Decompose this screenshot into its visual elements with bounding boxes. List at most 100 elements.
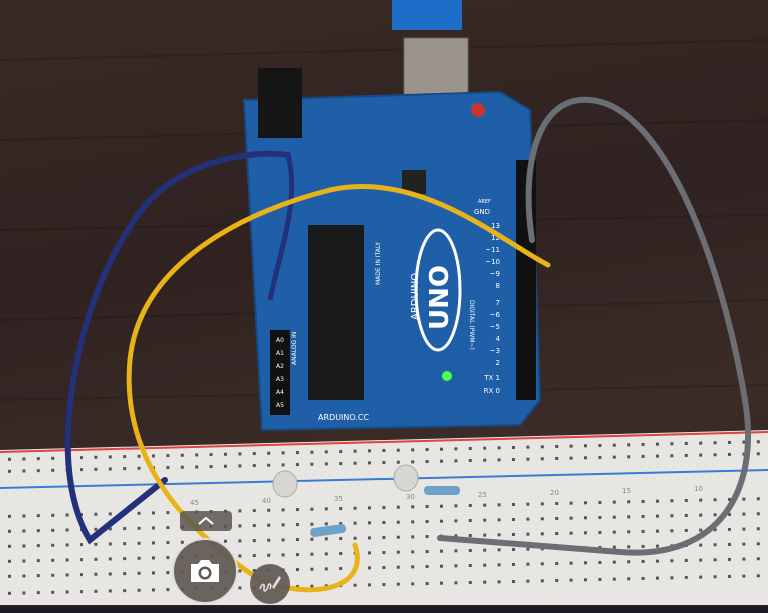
- digital-pin-label: TX 1: [483, 374, 500, 382]
- breadboard-hole: [94, 455, 98, 459]
- breadboard-hole: [339, 507, 343, 511]
- breadboard-hole: [670, 499, 674, 503]
- breadboard-hole: [440, 459, 443, 463]
- breadboard-hole: [468, 504, 472, 508]
- breadboard-hole: [612, 560, 616, 564]
- breadboard-hole: [152, 556, 155, 560]
- breadboard-hole: [382, 566, 386, 570]
- breadboard-hole: [123, 527, 127, 531]
- breadboard-hole: [353, 536, 357, 540]
- breadboard-hole: [584, 578, 587, 582]
- breadboard-hole: [180, 453, 184, 457]
- breadboard-hole: [483, 503, 487, 507]
- breadboard-hole: [756, 452, 760, 456]
- breadboard-hole: [756, 542, 760, 546]
- breadboard-hole: [324, 522, 328, 526]
- breadboard-hole: [656, 544, 659, 548]
- breadboard-hole: [526, 457, 530, 461]
- breadboard-hole: [512, 446, 515, 449]
- breadboard-hole: [555, 561, 559, 565]
- breadboard-hole: [22, 529, 26, 533]
- breadboard-hole: [598, 455, 602, 459]
- breadboard-hole: [137, 541, 141, 545]
- breadboard-hole: [411, 505, 415, 509]
- breadboard-hole: [281, 523, 285, 527]
- breadboard-hole: [684, 441, 688, 445]
- breadboard-hole: [512, 518, 515, 521]
- breadboard-hole: [80, 456, 83, 460]
- breadboard-hole: [670, 559, 674, 563]
- breadboard-hole: [80, 590, 83, 594]
- breadboard-hole: [612, 545, 616, 549]
- breadboard-hole: [123, 572, 127, 576]
- breadboard-hole: [166, 511, 170, 515]
- breadboard-hole: [612, 455, 616, 459]
- breadboard-hole: [108, 527, 112, 531]
- breadboard-hole: [137, 571, 141, 575]
- breadboard-hole: [166, 466, 170, 470]
- breadboard-hole: [728, 440, 731, 444]
- breadboard-hole: [339, 522, 343, 526]
- breadboard-hole: [468, 459, 472, 463]
- breadboard-hole: [699, 513, 703, 517]
- breadboard-hole: [598, 560, 602, 564]
- breadboard-hole: [569, 456, 573, 460]
- breadboard-hole: [555, 501, 559, 505]
- expand-controls-button[interactable]: [180, 511, 232, 531]
- breadboard-hole: [425, 448, 429, 452]
- capture-button[interactable]: [172, 538, 238, 604]
- breadboard-hole: [353, 506, 357, 510]
- breadboard-hole: [627, 443, 631, 447]
- breadboard-hole: [123, 542, 127, 546]
- breadboard-hole: [324, 567, 328, 571]
- breadboard-hole: [339, 450, 343, 454]
- breadboard-hole: [742, 527, 746, 531]
- breadboard-hole: [684, 453, 688, 457]
- breadboard-hole: [684, 558, 688, 562]
- column-number: 10: [694, 485, 703, 493]
- camera-icon: [191, 560, 219, 582]
- breadboard-hole: [65, 543, 69, 547]
- breadboard-hole: [526, 517, 530, 521]
- breadboard-hole: [411, 535, 415, 539]
- breadboard-hole: [641, 544, 645, 548]
- breadboard-hole: [512, 503, 515, 506]
- column-number: 35: [334, 495, 343, 503]
- analog-label: ANALOG IN: [291, 332, 298, 365]
- breadboard-hole: [368, 566, 371, 570]
- annotate-button[interactable]: [250, 564, 290, 604]
- breadboard-hole: [238, 569, 242, 573]
- breadboard-hole: [483, 548, 487, 552]
- breadboard-hole: [238, 452, 242, 456]
- resistor: [424, 486, 460, 495]
- breadboard-hole: [108, 512, 112, 516]
- breadboard-hole: [80, 513, 83, 517]
- breadboard-hole: [8, 457, 11, 461]
- breadboard-hole: [699, 441, 703, 445]
- breadboard-hole: [742, 512, 746, 516]
- breadboard-hole: [656, 454, 659, 458]
- breadboard-hole: [584, 444, 587, 448]
- breadboard-hole: [656, 514, 659, 518]
- breadboard-hole: [8, 514, 11, 518]
- breadboard-hole: [756, 512, 760, 516]
- breadboard-hole: [756, 497, 760, 501]
- digital-label: DIGITAL (PWM~): [468, 300, 475, 350]
- breadboard-hole: [36, 469, 40, 473]
- wire-blue-2: [267, 154, 295, 301]
- breadboard-hole: [396, 448, 400, 452]
- breadboard-hole: [238, 509, 242, 513]
- breadboard-hole: [512, 533, 515, 536]
- breadboard-hole: [742, 497, 746, 501]
- breadboard-hole: [555, 444, 559, 448]
- website-label: ARDUINO.CC: [318, 413, 369, 422]
- breadboard-hole: [728, 557, 731, 561]
- breadboard-hole: [123, 467, 127, 471]
- breadboard-hole: [267, 538, 271, 542]
- digital-pin-label: RX 0: [484, 387, 500, 395]
- breadboard-hole: [483, 580, 487, 584]
- breadboard-hole: [123, 455, 127, 459]
- breadboard-hole: [36, 559, 40, 563]
- breadboard-hole: [137, 511, 141, 515]
- usb-cable: [392, 0, 462, 30]
